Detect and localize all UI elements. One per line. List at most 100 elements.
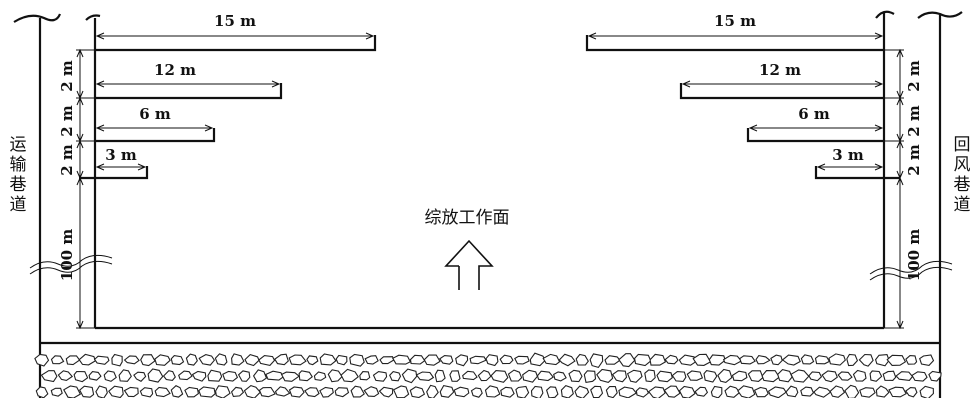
rock-fragment [844,384,860,398]
rock-fragment [663,385,681,398]
rock-fragment [710,385,723,398]
rock-fragment [313,371,327,381]
rock-fragment [335,354,348,366]
right-pipe-15m: 15 m [585,12,884,52]
rock-fragment [426,384,439,398]
rock-fragment [154,386,171,398]
rock-fragment [63,385,82,398]
rock-fragment [790,369,810,383]
advance-direction-arrow [444,239,494,290]
rock-fragment [604,355,621,365]
rock-fragment [808,371,823,382]
rock-fragment [574,385,590,398]
rock-fragment [553,371,567,382]
rock-fragment [755,354,771,365]
rock-fragment [415,371,435,381]
rock-fragment [162,370,176,381]
right-roadway-char-3: 巷 [954,175,971,195]
rock-fragment [731,370,748,382]
rock-fragment [231,353,245,366]
left-pipe-3m-label: 3 m [105,146,137,164]
left-spacing-2m-a: 2 m [58,60,76,92]
rock-fragment [288,386,305,398]
rock-fragment [589,353,604,369]
rock-fragment [747,370,764,382]
rock-fragment [88,371,102,381]
rock-fragment [244,353,260,367]
rock-fragment [170,355,185,366]
rock-fragment [462,370,478,381]
rock-fragment [545,386,559,398]
rock-fragment [265,370,284,381]
rock-fragment [583,370,597,384]
right-roadway-rib [875,10,895,328]
rock-fragment [319,386,334,398]
rock-fragment [635,387,650,398]
rock-fragment [515,385,530,398]
right-spacing-100m: 100 m [905,229,923,282]
right-roadway-char-4: 道 [954,195,971,215]
rock-fragment [409,386,426,398]
rock-fragment [334,387,350,398]
rock-fragment [123,355,140,365]
rock-fragment [449,370,461,382]
rock-fragment [514,355,530,365]
rock-fragment [364,355,379,365]
rock-fragment [477,369,492,382]
rock-fragment [678,354,696,366]
rock-fragment [618,353,636,368]
rock-fragment [214,353,228,366]
right-break-lines [869,260,953,281]
rock-fragment [392,385,410,398]
left-roadway-char-1: 运 [10,135,27,155]
rock-fragment [108,385,124,398]
rock-fragment [542,353,561,366]
rock-fragment [869,370,883,382]
rock-fragment [649,353,667,366]
rock-fragment [349,353,365,367]
rock-fragment [664,354,679,365]
rock-fragment [378,386,394,398]
rock-fragment [852,369,867,382]
rock-fragment [484,385,501,398]
left-break-lines [29,254,113,275]
rock-fragment [327,369,343,383]
left-roadway-char-4: 道 [10,195,27,215]
rock-fragment [618,386,638,398]
rock-fragment [274,353,289,366]
rock-fragment [626,369,643,383]
rock-fragment [905,355,918,365]
rock-fragment [288,354,307,366]
rock-fragment [837,371,853,381]
rock-fragment [73,370,89,383]
rock-fragment [874,354,890,367]
rock-fragment [829,385,846,398]
rock-fragment [596,368,614,384]
rock-fragment [888,386,907,398]
rock-fragment [133,371,147,382]
rock-fragment [198,354,216,366]
rock-fragment [781,354,801,366]
rock-fragment [846,353,859,367]
right-roadway-label: 回 风 巷 道 [954,135,971,215]
rock-fragment [911,371,928,382]
rock-fragment [671,371,687,382]
rock-fragment [363,386,380,397]
rock-fragment [828,353,846,366]
rock-fragment [536,370,555,382]
rock-fragment [724,385,741,398]
rock-fragment [78,353,96,366]
rock-fragment [919,385,934,398]
rock-fragment [118,369,132,382]
rock-fragment [379,356,395,365]
rock-fragment [800,386,815,397]
rock-fragment [350,385,365,398]
rock-fragment [500,386,515,398]
rock-fragment [252,369,268,383]
rock-fragment [93,355,110,365]
rock-fragment [647,386,666,398]
rock-fragment [243,384,262,398]
rock-fragment [123,386,139,398]
rock-fragment [858,353,874,367]
rock-fragment [372,371,388,382]
